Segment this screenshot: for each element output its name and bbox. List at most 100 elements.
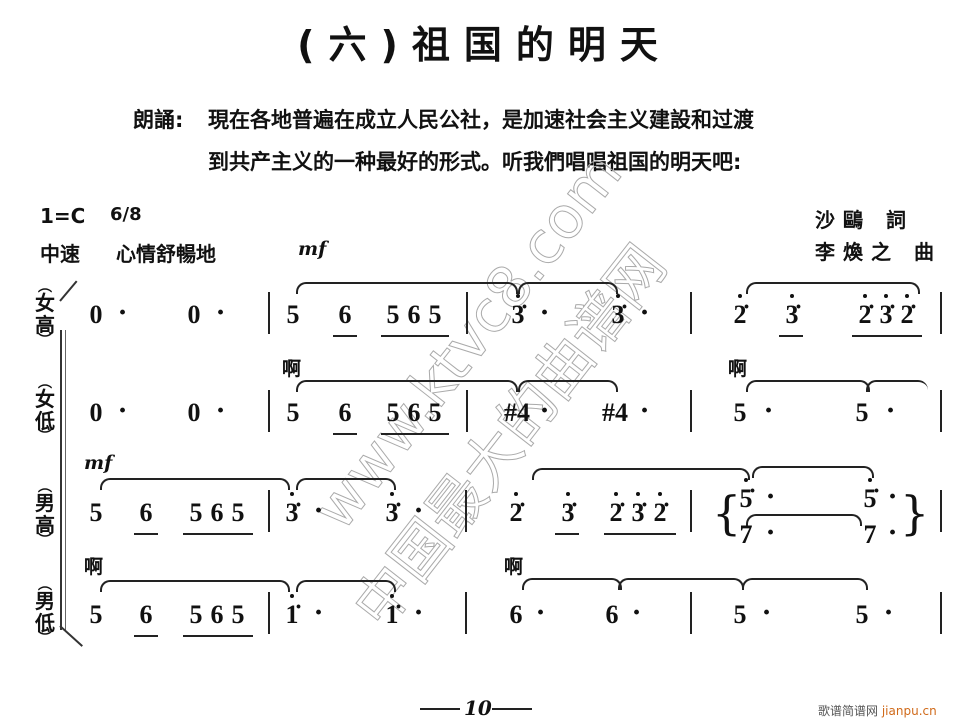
- sixteenth-underline: [183, 533, 253, 535]
- slur: [618, 578, 744, 590]
- eighth-underline: [134, 635, 158, 637]
- note: 2̇: [897, 294, 917, 330]
- slur: [746, 380, 870, 392]
- composer-name: 李煥之 曲: [815, 236, 942, 265]
- recitation-label: 朗誦:: [133, 108, 184, 132]
- note: 5: [855, 398, 869, 427]
- barline: [940, 292, 942, 334]
- note: 0: [89, 300, 103, 329]
- barline: [940, 390, 942, 432]
- note: 7: [863, 520, 877, 549]
- slur: [532, 468, 750, 480]
- note: 6: [139, 498, 153, 527]
- slur: [746, 282, 920, 294]
- tempo-marking: 中速: [40, 242, 80, 266]
- voice-label-soprano: ︵女高︶: [35, 279, 55, 349]
- note-dot: ·: [118, 298, 128, 328]
- slur: [296, 580, 396, 592]
- note: 5: [428, 300, 442, 329]
- note-dot: ·: [414, 496, 424, 526]
- note: 3̇: [876, 294, 896, 330]
- recitation-line-1: 現在各地普遍在成立人民公社，是加速社会主义建設和过渡: [208, 108, 754, 132]
- bracket-bottom-stroke: [59, 625, 83, 647]
- eighth-underline: [333, 433, 357, 435]
- eighth-underline: [779, 335, 803, 337]
- note-sharp: #4: [504, 398, 530, 427]
- note: 5: [386, 300, 400, 329]
- slur: [100, 478, 290, 490]
- note-dot: ·: [216, 396, 226, 426]
- lyricist-role: 詞: [885, 208, 914, 232]
- composer-role: 曲: [913, 240, 942, 264]
- sixteenth-underline: [381, 335, 449, 337]
- note: 6: [407, 398, 421, 427]
- barline: [466, 292, 468, 334]
- note: 2̇: [730, 294, 750, 330]
- note: 5: [189, 600, 203, 629]
- slur: [296, 380, 518, 392]
- voice-label-bass: ︵男低︶: [35, 577, 55, 647]
- note: 6: [210, 498, 224, 527]
- note: 6: [210, 600, 224, 629]
- note: 1̇: [382, 594, 402, 630]
- note: 5: [231, 498, 245, 527]
- dynamic-marking: mf: [298, 238, 327, 260]
- barline: [690, 292, 692, 334]
- note-dot: ·: [762, 598, 772, 628]
- recitation-line-2: 到共产主义的一种最好的形式。听我們唱唱祖国的明天吧:: [208, 150, 742, 174]
- note: 5: [286, 300, 300, 329]
- lyric: 啊: [504, 556, 524, 578]
- lyric: 啊: [282, 358, 302, 380]
- composer: 李煥之: [815, 240, 899, 264]
- note-dot: ·: [118, 396, 128, 426]
- voice-label-alto: ︵女低︶: [35, 375, 55, 445]
- note: 6: [605, 600, 619, 629]
- note-dot: ·: [886, 396, 896, 426]
- note: 6: [338, 300, 352, 329]
- note: 2̇: [650, 492, 670, 528]
- note: 2̇: [506, 492, 526, 528]
- page-number: 10: [464, 696, 492, 720]
- lyric: 啊: [84, 556, 104, 578]
- expression-marking: 心情舒暢地: [116, 242, 216, 266]
- slur: [522, 578, 622, 590]
- chord-brace-left: {: [712, 486, 742, 540]
- lyricist: 沙鷗: [815, 208, 871, 232]
- note: 3̇: [282, 492, 302, 528]
- sixteenth-underline: [381, 433, 449, 435]
- dynamic-marking-tenor: mf: [84, 452, 113, 474]
- key-signature: 1=C: [40, 204, 86, 228]
- sixteenth-underline: [604, 533, 676, 535]
- note-dot: ·: [216, 298, 226, 328]
- slur: [752, 466, 874, 478]
- barline: [690, 592, 692, 634]
- note: 6: [407, 300, 421, 329]
- sixteenth-underline: [183, 635, 253, 637]
- note-dot: ·: [314, 598, 324, 628]
- note: 6: [509, 600, 523, 629]
- note: 5̇: [736, 478, 756, 514]
- slur: [518, 380, 618, 392]
- eighth-underline: [134, 533, 158, 535]
- site-name-cn: 歌谱简谱网: [818, 704, 879, 718]
- note: 5: [231, 600, 245, 629]
- note-dot: ·: [414, 598, 424, 628]
- barline: [268, 490, 270, 532]
- slur: [100, 580, 290, 592]
- note: 5: [89, 498, 103, 527]
- note: 5: [733, 600, 747, 629]
- note: 5̇: [860, 478, 880, 514]
- note: 3̇: [608, 294, 628, 330]
- note: 0: [187, 398, 201, 427]
- note: 7: [739, 520, 753, 549]
- barline: [268, 390, 270, 432]
- note: 3̇: [558, 492, 578, 528]
- note-dot: ·: [640, 396, 650, 426]
- note: 3̇: [628, 492, 648, 528]
- note: 5: [855, 600, 869, 629]
- note: 1̇: [282, 594, 302, 630]
- time-signature: 6/8: [110, 204, 142, 225]
- site-watermark: 歌谱简谱网 jianpu.cn: [818, 702, 937, 719]
- note: 5: [286, 398, 300, 427]
- note: 0: [187, 300, 201, 329]
